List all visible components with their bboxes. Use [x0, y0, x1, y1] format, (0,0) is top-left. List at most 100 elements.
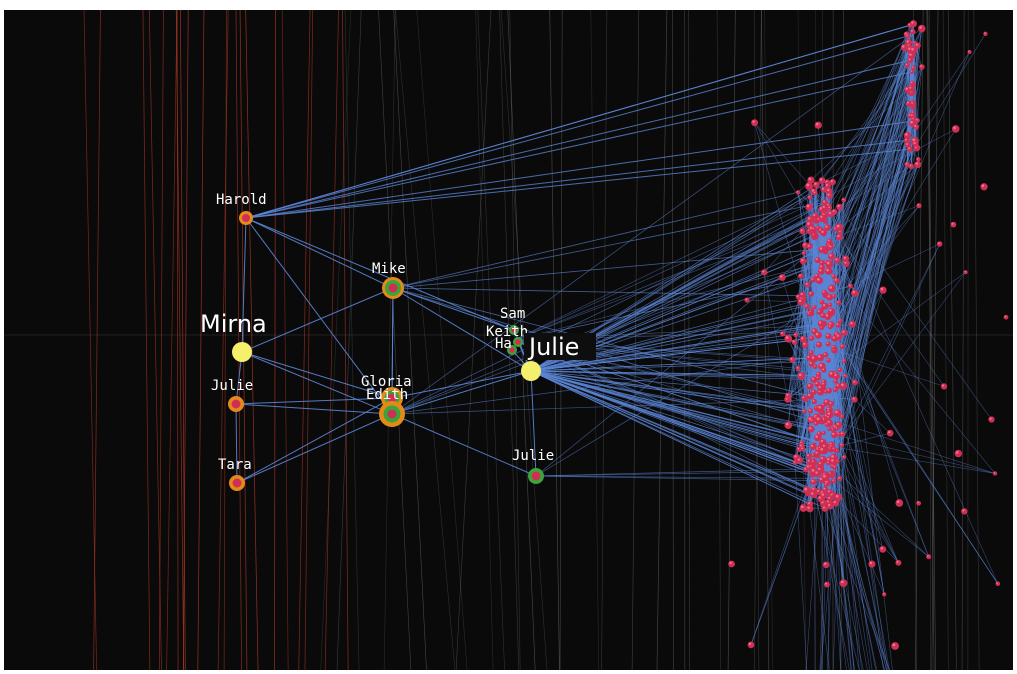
node-highlight — [808, 409, 811, 411]
node-mike[interactable] — [382, 277, 404, 299]
node-highlight — [896, 560, 899, 563]
node-edith[interactable] — [379, 401, 405, 427]
edge — [808, 149, 911, 493]
node-highlight — [819, 363, 823, 367]
cluster-node — [826, 238, 833, 245]
node-harold[interactable] — [239, 211, 253, 225]
cluster-node — [815, 371, 822, 378]
guide-line — [961, 10, 965, 670]
node-highlight — [824, 390, 826, 392]
node-julie-lower[interactable] — [528, 468, 544, 484]
node-highlight — [809, 361, 812, 364]
cluster-node — [810, 478, 817, 485]
cluster-node — [728, 560, 735, 568]
node-highlight — [818, 385, 821, 389]
node-highlight — [800, 229, 803, 232]
cluster-node — [839, 414, 845, 419]
node-highlight — [831, 455, 834, 458]
node-highlight — [823, 304, 826, 307]
cluster-node — [825, 260, 834, 269]
node-highlight — [804, 467, 807, 470]
cluster-node — [808, 350, 814, 356]
node-highlight — [892, 643, 896, 647]
node-keith[interactable] — [513, 337, 523, 347]
edge — [828, 164, 919, 337]
node-highlight — [828, 303, 831, 305]
cluster-node — [801, 395, 807, 401]
node-julie-left[interactable] — [228, 396, 244, 412]
node-highlight — [912, 138, 916, 142]
node-highlight — [818, 321, 822, 324]
node-highlight — [848, 284, 851, 287]
cluster-node — [816, 309, 823, 315]
node-highlight — [827, 193, 830, 196]
node-highlight — [913, 41, 915, 44]
cluster-node — [886, 429, 894, 437]
cluster-node — [820, 229, 828, 237]
node-highlight — [853, 380, 856, 383]
node-julie-selected[interactable] — [521, 361, 541, 381]
node-highlight — [910, 70, 913, 72]
node-highlight — [905, 162, 908, 165]
edge — [241, 217, 247, 353]
node-highlight — [815, 332, 819, 336]
node-highlight — [827, 295, 830, 298]
node-highlight — [806, 183, 810, 187]
named-nodes: Harold Mike Mirna Julie — [200, 192, 596, 491]
node-highlight — [793, 461, 796, 463]
node-highlight — [811, 189, 815, 192]
cluster-node — [834, 493, 843, 502]
node-highlight — [836, 323, 839, 326]
cluster-node — [821, 473, 830, 482]
node-highlight — [835, 494, 839, 498]
cluster-node — [806, 500, 814, 508]
edge — [823, 47, 910, 308]
node-highlight — [809, 351, 812, 353]
cluster-node — [827, 302, 833, 308]
cluster-node — [806, 453, 812, 459]
node-highlight — [826, 461, 829, 464]
cluster-node — [821, 199, 828, 206]
edge — [828, 120, 918, 464]
node-highlight — [820, 439, 824, 443]
cluster-node — [817, 320, 825, 327]
cluster-node — [823, 352, 829, 358]
node-highlight — [840, 383, 844, 387]
node-highlight — [830, 245, 832, 248]
cluster-node — [1003, 314, 1009, 320]
graph-canvas[interactable]: Harold Mike Mirna Julie — [4, 10, 1013, 670]
cluster-node — [791, 339, 798, 345]
node-highlight — [822, 444, 825, 447]
cluster-node — [814, 331, 822, 339]
cluster-node — [910, 65, 916, 71]
node-highlight — [806, 204, 810, 208]
edge — [843, 67, 914, 386]
cluster-node — [841, 197, 847, 203]
edge — [787, 140, 908, 396]
node-highlight — [837, 432, 840, 435]
node-highlight — [964, 270, 966, 273]
node-highlight — [786, 393, 789, 396]
node-sam[interactable] — [509, 325, 519, 335]
node-ha[interactable] — [507, 345, 517, 355]
cluster-node — [785, 392, 792, 399]
node-highlight — [905, 133, 908, 136]
graph-view[interactable]: Harold Mike Mirna Julie — [4, 10, 1013, 670]
node-tara[interactable] — [229, 475, 245, 491]
node-highlight — [827, 412, 831, 415]
edge — [831, 312, 929, 557]
guide-line — [942, 10, 949, 670]
guide-line — [393, 10, 427, 670]
node-mirna[interactable] — [232, 342, 252, 362]
cluster-node — [815, 276, 824, 285]
cluster-node — [804, 281, 811, 288]
cluster-node — [800, 446, 806, 452]
cluster-node — [837, 367, 843, 373]
edge — [808, 89, 909, 397]
node-highlight — [812, 233, 814, 236]
guide-line — [158, 10, 164, 670]
node-highlight — [785, 336, 789, 339]
node-highlight — [880, 547, 883, 550]
edge — [754, 122, 823, 367]
node-highlight — [830, 179, 833, 183]
